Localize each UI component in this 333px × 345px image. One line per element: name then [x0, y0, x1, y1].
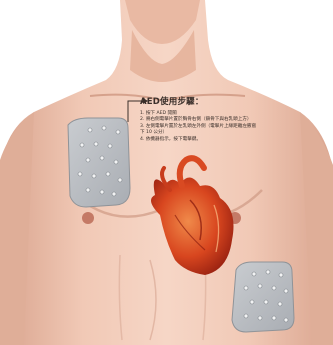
- instruction-step-3: 3. 左側電擊片置於左乳頭左外側（電擊片上緣距離左腋窩下 10 公分）: [140, 124, 260, 137]
- instruction-step-2: 2. 將右側電擊片置於胸骨右側（鎖骨下與右乳頭上方）: [140, 117, 260, 123]
- instructions-title: AED使用步驟：: [140, 95, 260, 107]
- aed-pad-upper: [68, 118, 130, 207]
- aed-instructions: AED使用步驟： 1. 按下 AED 開關 2. 將右側電擊片置於胸骨右側（鎖骨…: [140, 95, 260, 143]
- aed-pad-lower: [232, 262, 294, 332]
- instruction-step-4: 4. 依機器指示，按下電擊鍵。: [140, 137, 260, 143]
